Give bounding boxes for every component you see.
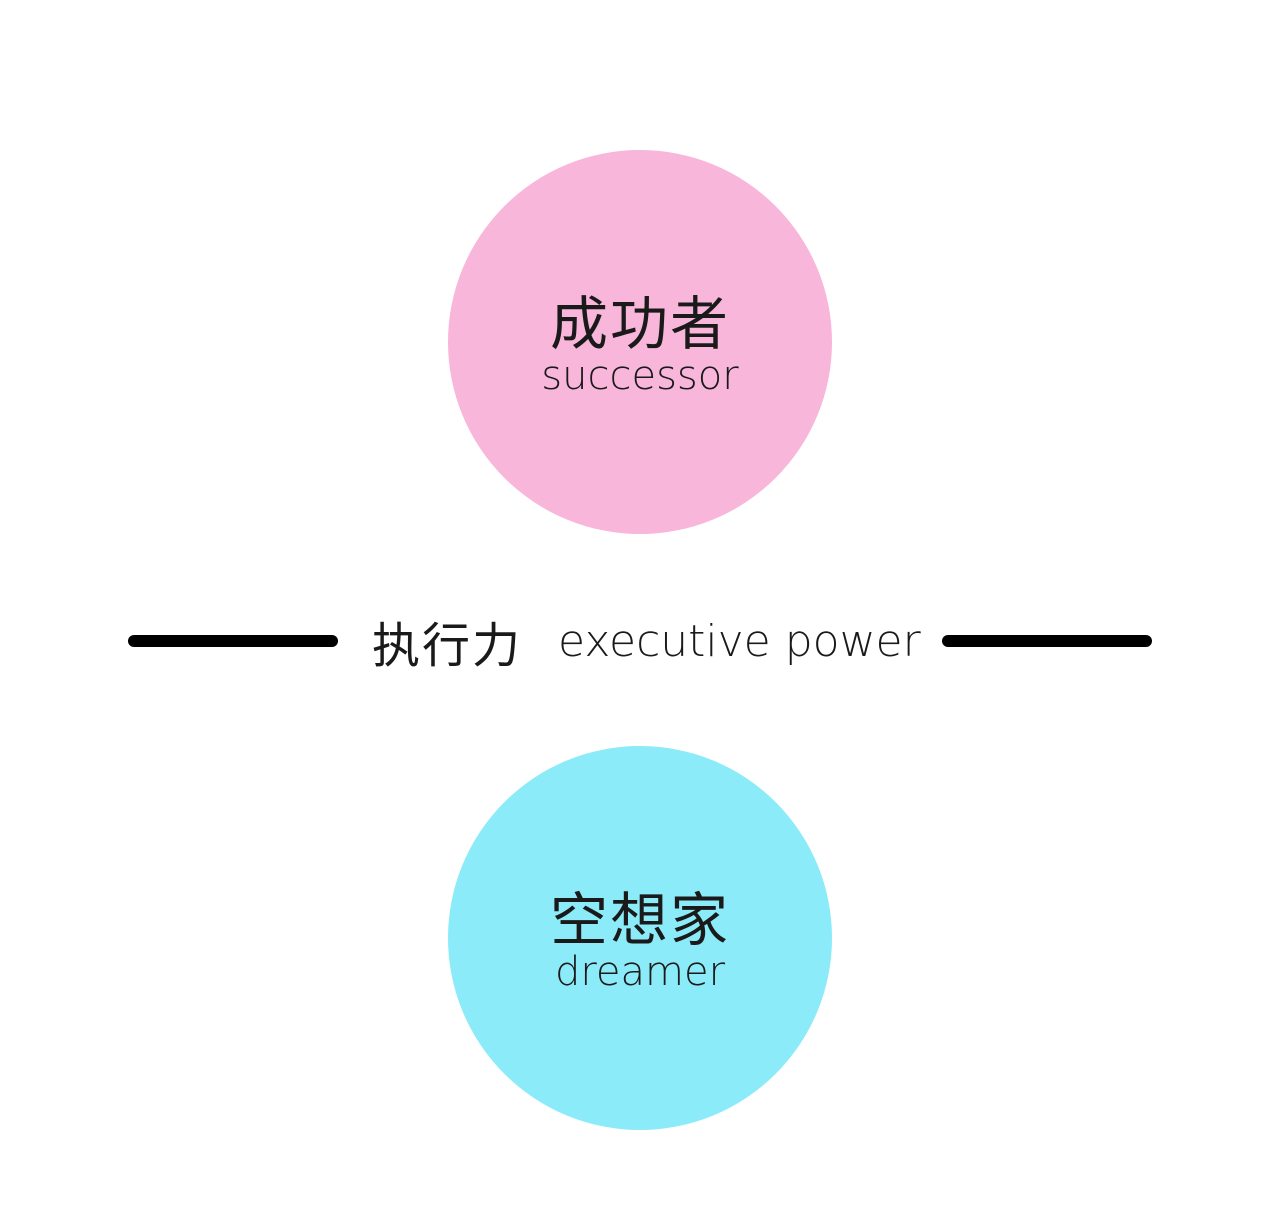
divider-label-zh: 执行力 — [372, 618, 523, 674]
divider-label: 执行力 executive power — [372, 611, 921, 675]
executive-power-divider: 执行力 executive power — [0, 605, 1280, 675]
successor-label-en: successor — [541, 353, 739, 400]
dreamer-label-en: dreamer — [554, 949, 726, 996]
divider-label-en: executive power — [558, 615, 921, 667]
dreamer-label-zh: 空想家 — [549, 885, 730, 954]
divider-right-line — [942, 635, 1152, 647]
successor-circle: 成功者 successor — [448, 150, 832, 534]
dreamer-circle: 空想家 dreamer — [448, 746, 832, 1130]
successor-label-zh: 成功者 — [549, 289, 730, 358]
divider-left-line — [128, 635, 338, 647]
